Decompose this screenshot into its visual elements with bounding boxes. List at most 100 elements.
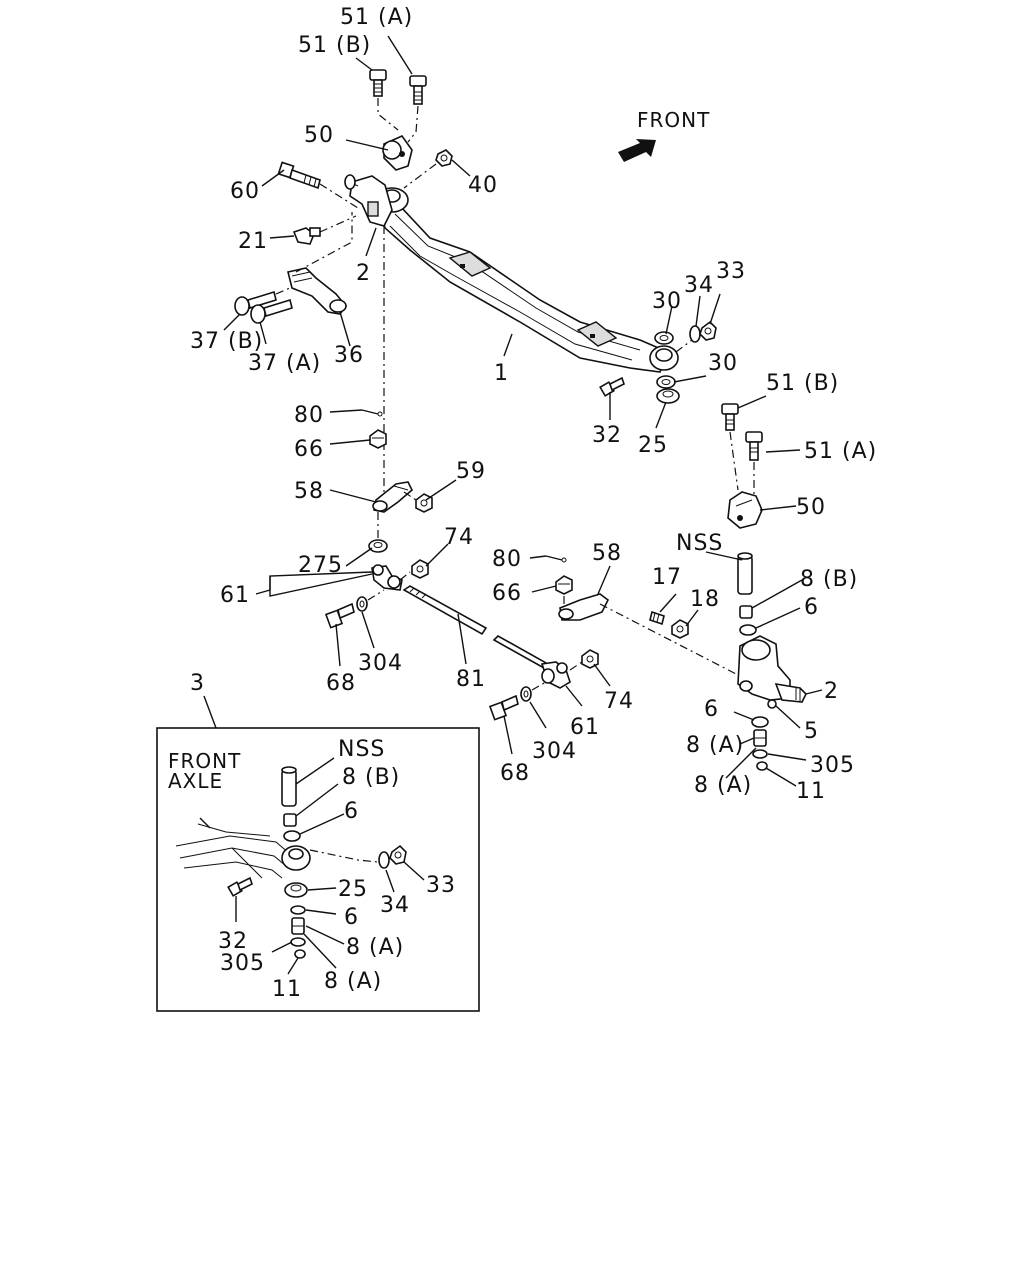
label-80-a: 80 [294,403,324,428]
bolt-51b-right [721,403,739,431]
label-5: 5 [804,719,819,744]
label-32-inset: 32 [218,929,248,954]
washer-30-lower [656,375,676,389]
washer-304-a [356,596,368,612]
label-2-top: 2 [356,261,371,286]
label-32-top: 32 [592,423,622,448]
bolt-51a-right [745,431,763,461]
kingpin-cap-right [727,491,763,529]
front-direction-label: FRONT [637,108,710,132]
washer-30-upper [654,331,674,345]
label-37a: 37 (A) [248,351,321,376]
label-8a-right-b: 8 (A) [694,773,752,798]
bolt-68-a [324,602,355,629]
label-68-b: 68 [500,761,530,786]
washer-304-b [520,686,532,702]
part-labels: 51 (A) 51 (B) 50 40 60 2 1 2 37 (B) 37 (A… [168,5,877,1002]
label-30-upper: 30 [652,289,682,314]
label-50-right: 50 [796,495,826,520]
label-11-inset: 11 [272,977,302,1002]
bushing-8b-right [739,605,753,619]
tie-rod-end-61-a [371,564,403,591]
label-34-inset: 34 [380,893,410,918]
label-8a-right-a: 8 (A) [686,733,744,758]
label-8b-right: 8 (B) [800,567,858,592]
label-inset-callout-3: 3 [190,671,205,696]
label-6-inset-top: 6 [344,799,359,824]
inset-caption-axle: AXLE [168,769,223,793]
nut-59 [415,493,433,513]
bushing-8a-right [753,729,767,747]
bolt-51b-top [369,69,387,97]
bolt-17 [649,610,665,626]
label-8a-inset-b: 8 (A) [324,969,382,994]
washer-34-top [689,325,701,343]
label-58-b: 58 [592,541,622,566]
nut-40 [435,149,453,167]
label-68-a: 68 [326,671,356,696]
label-33-inset: 33 [426,873,456,898]
front-arrow-icon [618,139,656,162]
label-51a-right: 51 (A) [804,439,877,464]
label-8b-inset: 8 (B) [342,765,400,790]
label-33-top: 33 [716,259,746,284]
seal-305-right [752,749,768,759]
label-60: 60 [230,179,260,204]
label-17: 17 [652,565,682,590]
bolt-60 [277,161,321,190]
label-2-right: 2 [824,679,839,704]
nut-74-a [411,559,429,579]
kingpin-cap-upper-left [382,135,413,171]
label-305-inset: 305 [220,951,265,976]
tie-rod-arm-58-a [372,481,413,513]
tie-rod-end-61-b [540,661,571,689]
label-6-inset-bottom: 6 [344,905,359,930]
label-6-right-bottom: 6 [704,697,719,722]
kingpin-nss-right [737,552,753,595]
label-66-b: 66 [492,581,522,606]
castle-nut-66-a [369,429,387,449]
label-25-inset: 25 [338,877,368,902]
label-59: 59 [456,459,486,484]
nut-33-top [699,320,717,341]
label-25-top: 25 [638,433,668,458]
label-18: 18 [690,587,720,612]
label-37b: 37 (B) [190,329,263,354]
inset-caption-front: FRONT [168,749,241,773]
label-275: 275 [298,553,343,578]
label-51a-top: 51 (A) [340,5,413,30]
label-61-a: 61 [220,583,250,608]
label-6-right-top: 6 [804,595,819,620]
label-58-a: 58 [294,479,324,504]
label-61-b: 61 [570,715,600,740]
bolt-51a-top [409,75,427,105]
bolt-68-b [488,694,519,721]
label-11-right: 11 [796,779,826,804]
pin-5 [767,699,777,709]
label-1: 1 [494,361,509,386]
front-axle-beam [375,187,679,373]
label-66-a: 66 [294,437,324,462]
label-80-b: 80 [492,547,522,572]
label-74-b: 74 [604,689,634,714]
shim-6-right-top [739,624,757,636]
snap-ring-11-right [756,761,768,771]
inset-detail-box [156,695,480,1012]
label-30-lower: 30 [708,351,738,376]
label-36: 36 [334,343,364,368]
tie-rod-arm-58-b [558,593,610,621]
nut-74-b [581,649,599,669]
label-8a-inset-a: 8 (A) [346,935,404,960]
label-51b-right: 51 (B) [766,371,839,396]
bolt-37b [234,290,277,316]
right-steering-knuckle [737,635,807,703]
grease-fitting-21 [292,227,321,245]
label-304-a: 304 [358,651,403,676]
label-34-top: 34 [684,273,714,298]
label-50-top: 50 [304,123,334,148]
label-305-right: 305 [810,753,855,778]
label-40: 40 [468,173,498,198]
cotter-pin-80-b [545,555,567,563]
bearing-25-top [656,388,680,404]
